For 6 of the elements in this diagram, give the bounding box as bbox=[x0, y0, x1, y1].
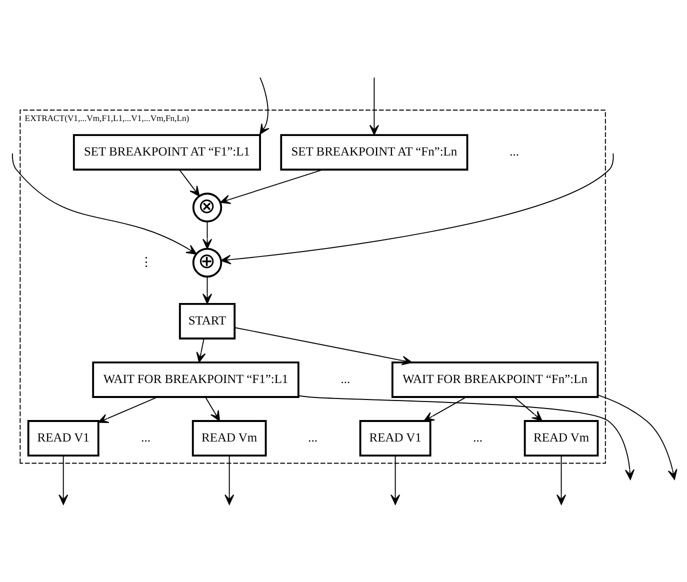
label: ... bbox=[308, 430, 318, 445]
label: ... bbox=[473, 430, 482, 445]
label: ... bbox=[510, 144, 519, 159]
label: ⋮ bbox=[140, 254, 152, 269]
label: ... bbox=[340, 372, 350, 386]
label: ... bbox=[141, 430, 151, 445]
